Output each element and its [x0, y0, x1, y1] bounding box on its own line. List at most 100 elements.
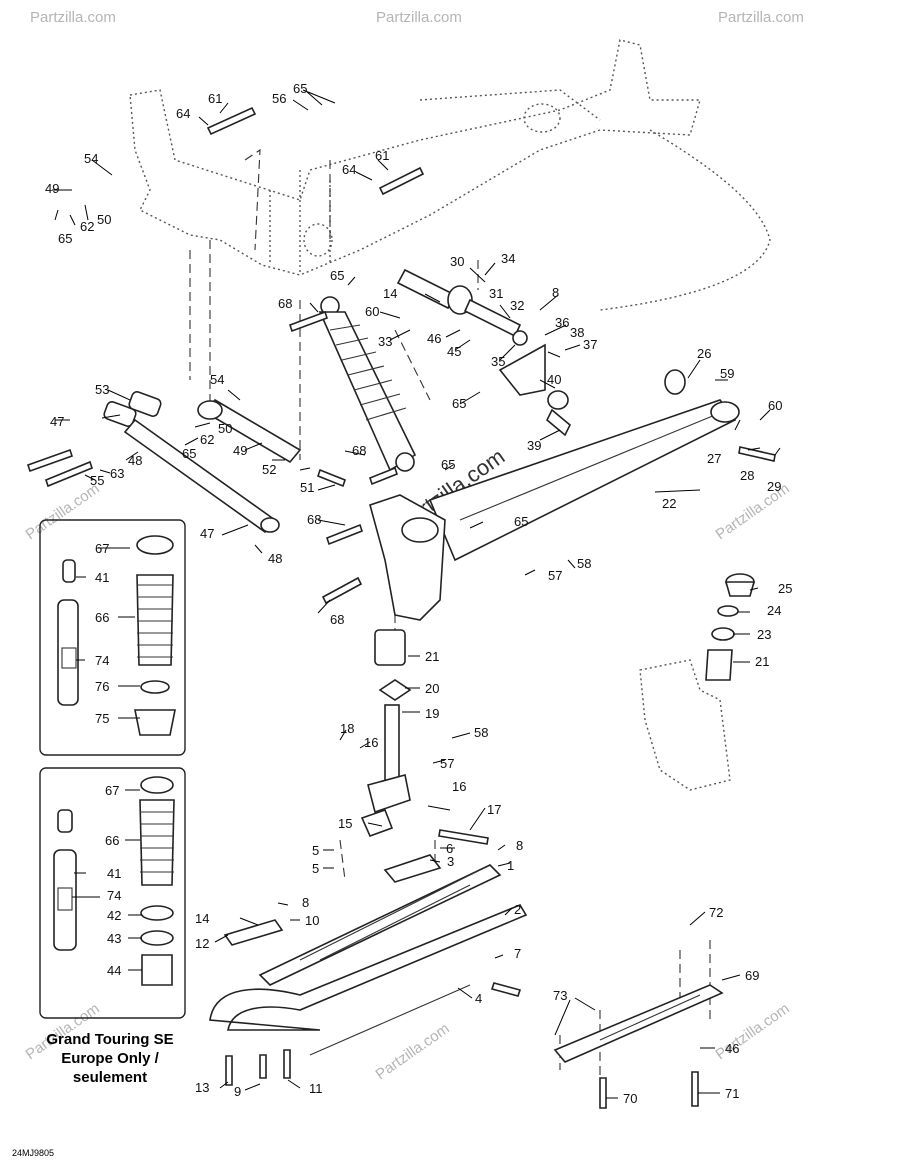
callout-48a: 48 [128, 453, 142, 468]
callout-8c: 8 [552, 285, 559, 300]
shock-kit-box [39, 519, 186, 756]
caption-line: Europe Only / [61, 1050, 159, 1067]
callout-21a: 21 [425, 649, 439, 664]
grand-touring-contents [53, 776, 175, 986]
callout-23: 23 [757, 627, 771, 642]
callout-26: 26 [697, 346, 711, 361]
callout-27: 27 [707, 451, 721, 466]
right-bushings [705, 573, 756, 681]
shock-absorber [318, 296, 417, 472]
callout-8a: 8 [516, 838, 523, 853]
upper-a-arm [103, 391, 302, 534]
callout-73: 73 [553, 988, 567, 1003]
callout-64a: 64 [176, 106, 190, 121]
callout-labels: 1 2 3 4 5 5 6 7 8 8 8 9 10 11 12 13 14 1… [45, 81, 792, 1106]
callout-68a: 68 [278, 296, 292, 311]
callout-65a: 65 [293, 81, 307, 96]
callout-60b: 60 [768, 398, 782, 413]
callout-65b: 65 [58, 231, 72, 246]
callout-48b: 48 [268, 551, 282, 566]
callout-32: 32 [510, 298, 524, 313]
callout-37: 37 [583, 337, 597, 352]
callout-7: 7 [514, 946, 521, 961]
callout-61b: 61 [375, 148, 389, 163]
callout-44: 44 [107, 963, 121, 978]
callout-14a: 14 [195, 911, 209, 926]
callout-75: 75 [95, 711, 109, 726]
grand-touring-box [39, 767, 186, 1019]
callout-36: 36 [555, 315, 569, 330]
callout-8b: 8 [302, 895, 309, 910]
callout-72: 72 [709, 905, 723, 920]
callout-66a: 66 [95, 610, 109, 625]
callout-46a: 46 [427, 331, 441, 346]
callout-65e: 65 [182, 446, 196, 461]
callout-38: 38 [570, 325, 584, 340]
steering-parts [396, 268, 571, 437]
callout-69: 69 [745, 968, 759, 983]
callout-47a: 47 [50, 414, 64, 429]
callout-14b: 14 [383, 286, 397, 301]
caption-line: Grand Touring SE [46, 1031, 174, 1048]
callout-12: 12 [195, 936, 209, 951]
callout-30: 30 [450, 254, 464, 269]
callout-62a: 62 [80, 219, 94, 234]
callout-2: 2 [514, 902, 521, 917]
watermark: Partzilla.com [376, 9, 462, 26]
callout-62b: 62 [200, 432, 214, 447]
callout-57a: 57 [548, 568, 562, 583]
callout-76: 76 [95, 679, 109, 694]
callout-19: 19 [425, 706, 439, 721]
callout-55: 55 [90, 473, 104, 488]
ski-reinforcement [553, 984, 724, 1063]
ski [209, 854, 528, 1056]
callout-5: 5 [312, 843, 319, 858]
spindle-knuckle [360, 494, 446, 838]
drawing-code: 24MJ9805 [12, 1148, 55, 1158]
callout-4: 4 [475, 991, 482, 1006]
callout-18: 18 [340, 721, 354, 736]
callout-3: 3 [447, 854, 454, 869]
assembly-lines [189, 148, 711, 1080]
callout-64b: 64 [342, 162, 356, 177]
callout-16b: 16 [452, 779, 466, 794]
callout-74b: 74 [107, 888, 121, 903]
callout-6: 5 [312, 861, 319, 876]
callout-54b: 54 [210, 372, 224, 387]
callout-68c: 68 [307, 512, 321, 527]
callout-46b: 46 [725, 1041, 739, 1056]
callout-25: 25 [778, 581, 792, 596]
callout-71: 71 [725, 1086, 739, 1101]
callout-67b: 67 [105, 783, 119, 798]
callout-70: 70 [623, 1091, 637, 1106]
callout-15: 15 [338, 816, 352, 831]
watermark: Partzilla.com [718, 9, 804, 26]
callout-42: 42 [107, 908, 121, 923]
callout-61a: 61 [208, 91, 222, 106]
callout-63: 63 [110, 466, 124, 481]
callout-13: 13 [195, 1080, 209, 1095]
callout-59: 59 [720, 366, 734, 381]
callout-11: 11 [309, 1081, 323, 1096]
watermark: Partzilla.com [23, 480, 103, 543]
callout-24: 24 [767, 603, 781, 618]
callout-52: 52 [262, 462, 276, 477]
callout-20: 20 [425, 681, 439, 696]
watermark: Partzilla.com [373, 1020, 453, 1083]
callout-47b: 47 [200, 526, 214, 541]
fasteners [26, 106, 776, 1109]
callout-74a: 74 [95, 653, 109, 668]
callout-16a: 16 [364, 735, 378, 750]
callout-54a: 54 [84, 151, 98, 166]
callout-56: 56 [272, 91, 286, 106]
callout-65c: 65 [330, 268, 344, 283]
callout-9: 9 [234, 1084, 241, 1099]
callout-17: 17 [487, 802, 501, 817]
callout-67a: 67 [95, 541, 109, 556]
callout-50a: 50 [97, 212, 111, 227]
callout-6b: 6 [446, 841, 453, 856]
callout-34: 34 [501, 251, 515, 266]
watermark: Partzilla.com [30, 9, 116, 26]
callout-43: 43 [107, 931, 121, 946]
